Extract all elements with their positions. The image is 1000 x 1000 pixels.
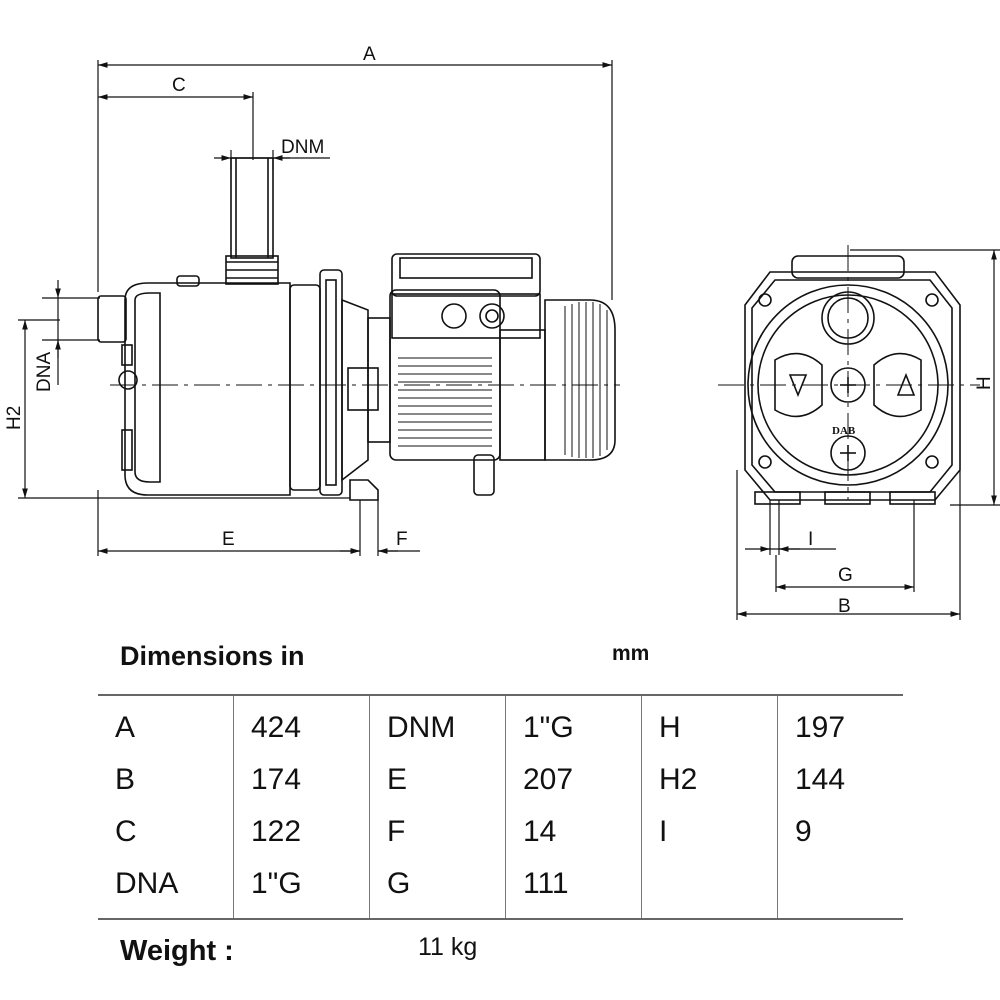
table-cell: 1"G [505, 695, 642, 754]
label-h: H [974, 376, 995, 390]
table-cell: G [369, 858, 506, 919]
weight-value: 11 kg [418, 933, 478, 961]
dimension-c [98, 92, 254, 160]
dimension-h [850, 249, 1000, 506]
table-row: C 122 F 14 I 9 [98, 806, 903, 858]
pump-side-view [97, 157, 616, 501]
table-title: Dimensions in [120, 641, 305, 671]
table-cell: 424 [233, 695, 370, 754]
table-cell: C [115, 815, 137, 848]
dimension-i [745, 500, 836, 555]
table-cell: 111 [505, 858, 642, 919]
table-cell: B [115, 763, 136, 796]
dimension-h2 [18, 319, 350, 499]
table-cell: 207 [505, 754, 642, 806]
table-cell: 9 [777, 806, 903, 858]
dimensions-table: A 424 DNM 1"G H 197 B 174 E 207 H2 144 C… [98, 694, 903, 920]
table-unit: mm [612, 642, 650, 665]
brand-logo-text: DAB [832, 425, 856, 437]
table-cell: I [641, 806, 778, 858]
label-b: B [838, 596, 851, 617]
label-c: C [172, 75, 186, 96]
dimension-g [775, 500, 915, 592]
table-cell: E [369, 754, 506, 806]
pump-front-view [744, 255, 961, 505]
table-cell: 122 [233, 806, 370, 858]
label-a: A [363, 44, 376, 65]
table-cell: F [369, 806, 506, 858]
weight-label: Weight : [120, 935, 234, 967]
table-cell: H2 [641, 754, 778, 806]
table-cell: 144 [777, 754, 903, 806]
table-row: DNA 1"G G 111 [98, 858, 903, 919]
table-cell: DNM [369, 695, 506, 754]
table-cell: A [115, 711, 136, 744]
pump-dimension-drawing: A C DNM DNA H2 E F H I G B DAB [4, 44, 1000, 620]
label-dna: DNA [34, 352, 55, 392]
dimension-e [97, 490, 379, 556]
label-i: I [808, 529, 813, 550]
table-cell: 14 [505, 806, 642, 858]
label-g: G [838, 565, 853, 586]
table-cell: 1"G [233, 858, 370, 919]
table-row: B 174 E 207 H2 144 [98, 754, 903, 806]
dimension-dna [42, 280, 100, 385]
table-cell: 197 [777, 695, 903, 754]
label-dnm: DNM [281, 137, 324, 158]
label-e: E [222, 529, 235, 550]
label-f: F [396, 529, 408, 550]
table-cell: DNA [115, 867, 179, 900]
table-row: A 424 DNM 1"G H 197 [98, 695, 903, 754]
label-h2: H2 [4, 406, 25, 430]
table-cell [777, 858, 903, 919]
dimension-a [97, 60, 613, 300]
table-cell: 174 [233, 754, 370, 806]
dimension-b [736, 470, 961, 620]
table-cell [641, 858, 778, 919]
table-cell: H [641, 695, 778, 754]
